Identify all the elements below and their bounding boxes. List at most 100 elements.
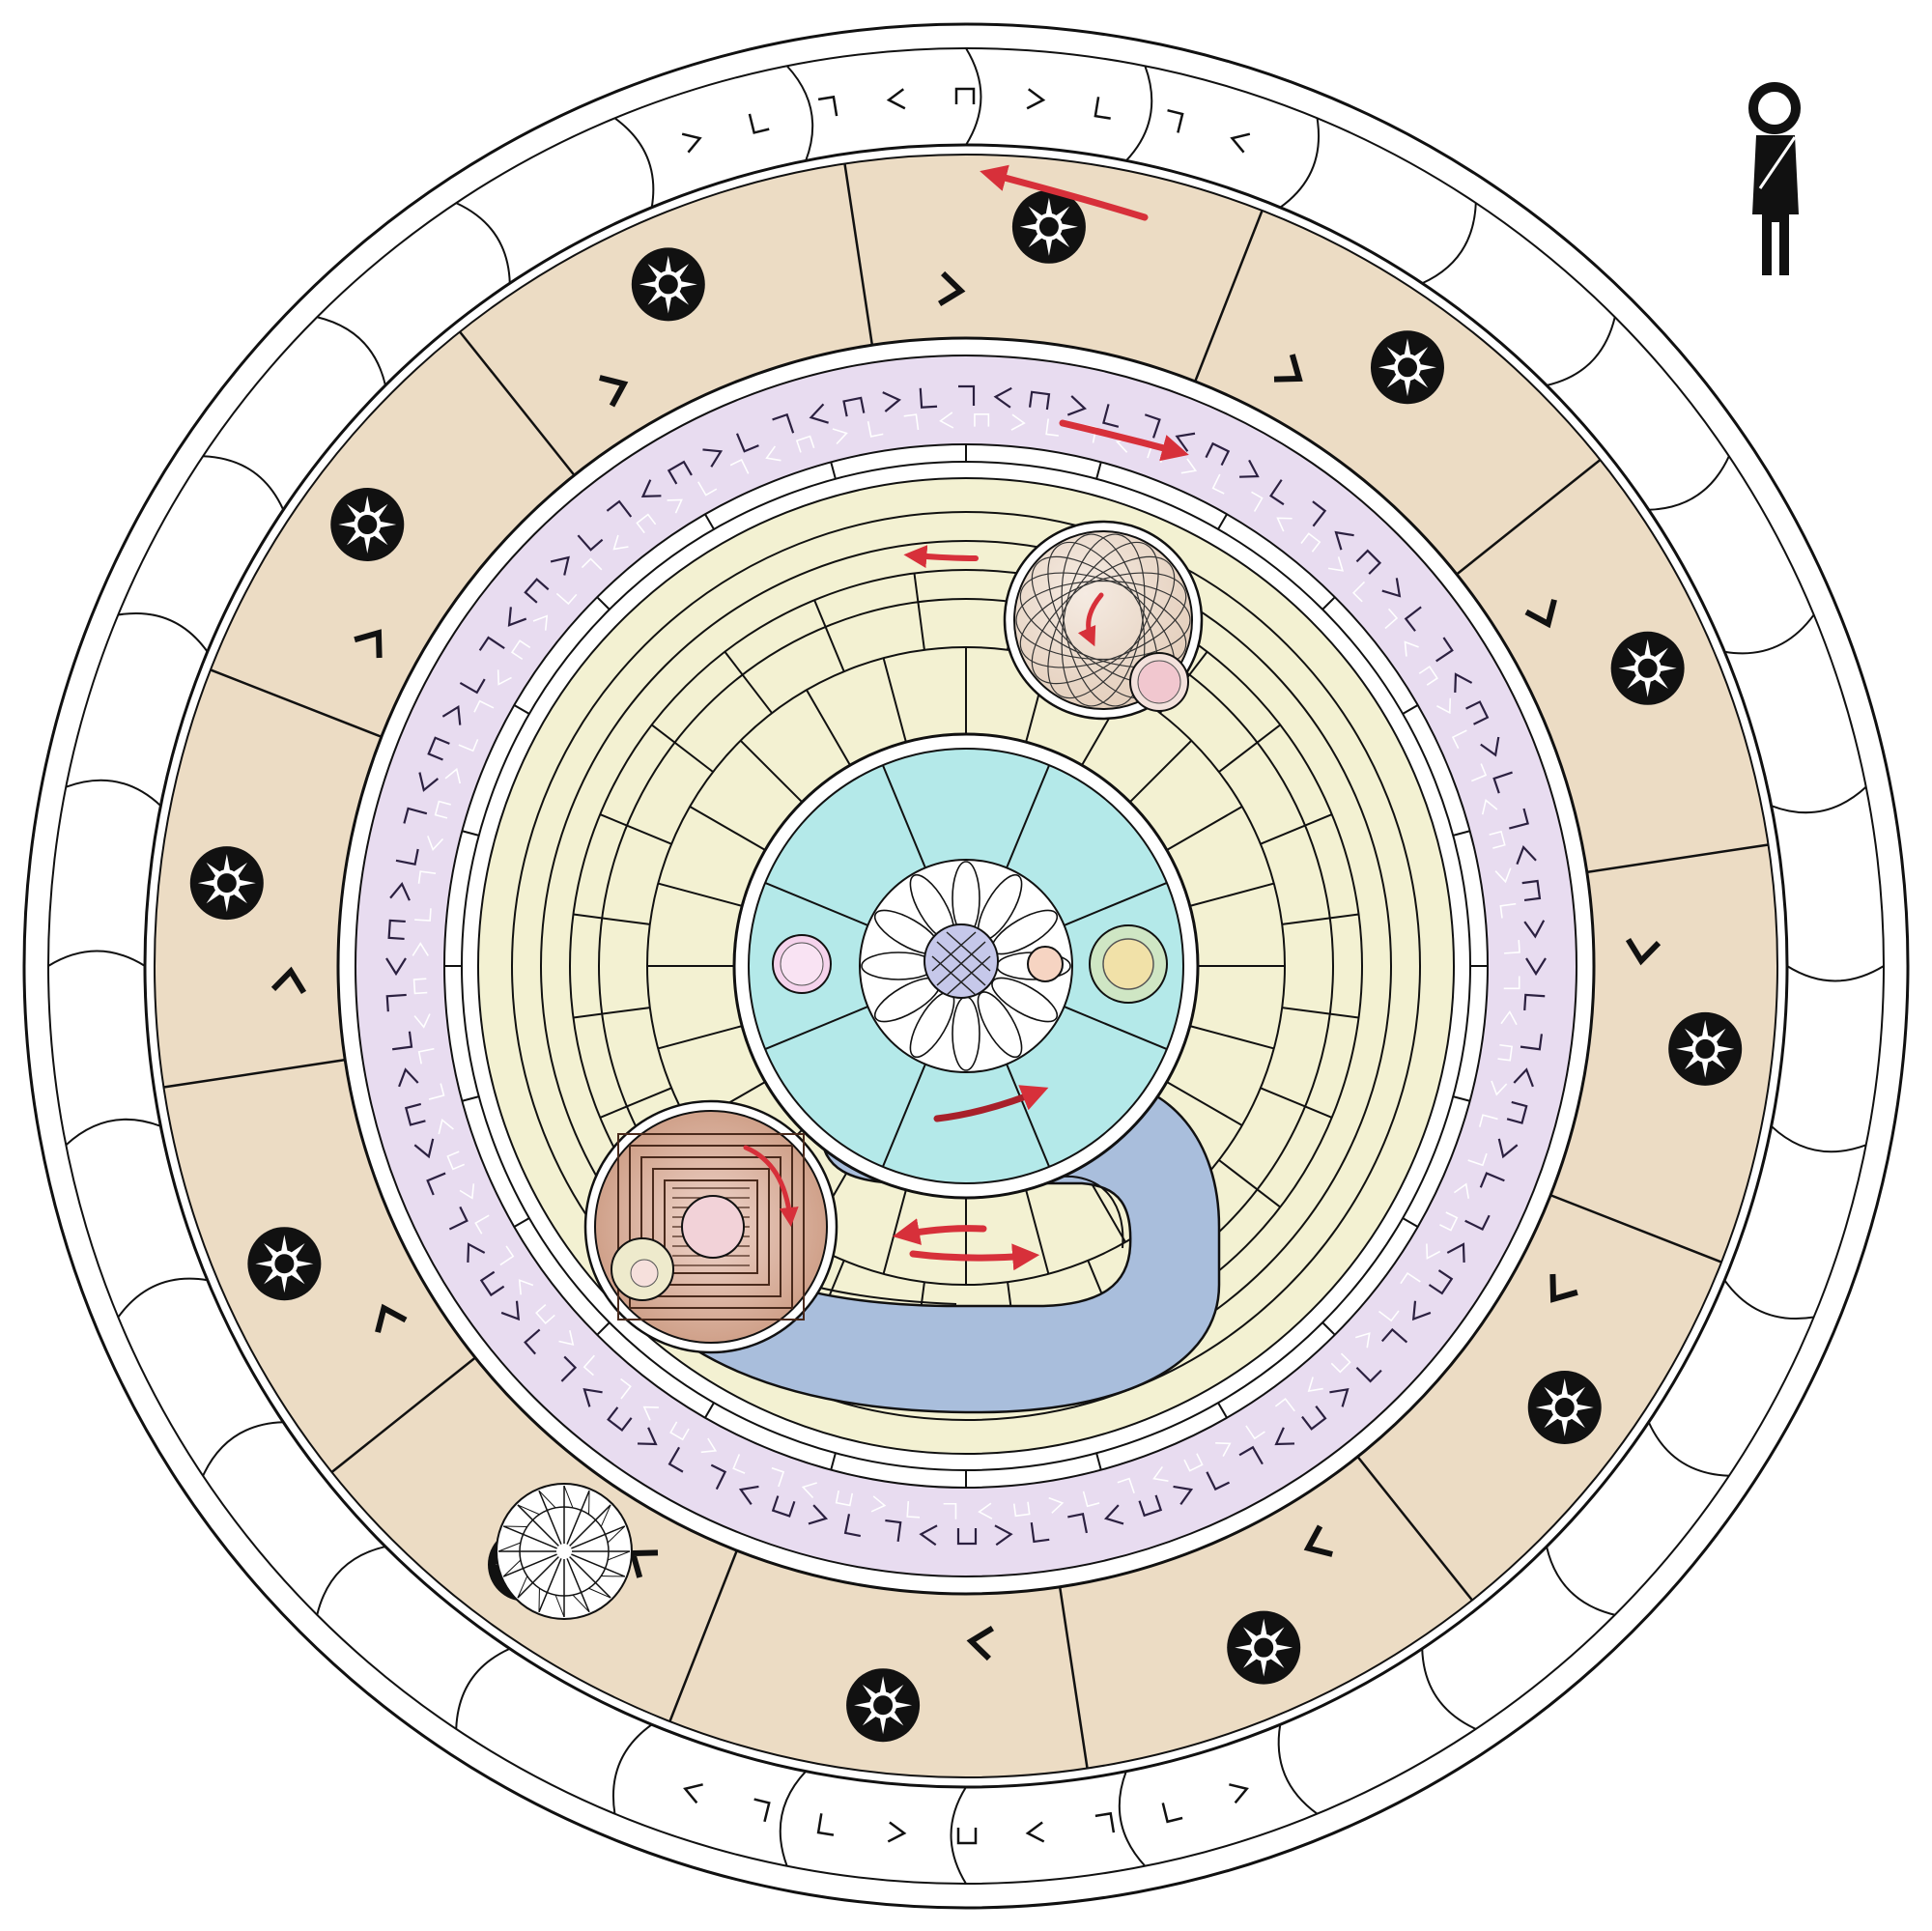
- script-glyph-faint: [1499, 902, 1517, 919]
- spiked-sun-icon: [189, 846, 264, 921]
- script-glyph: [1435, 637, 1454, 663]
- script-glyph-faint: [1504, 940, 1520, 954]
- script-glyph-faint: [1478, 1114, 1498, 1127]
- script-glyph: [1381, 578, 1402, 598]
- script-glyph-faint: [1245, 1425, 1265, 1440]
- rim-scallop: [950, 1786, 967, 1885]
- rim-glyph: [1229, 1783, 1249, 1804]
- script-glyph-faint: [1152, 1465, 1169, 1482]
- yellow-spoke-inner: [739, 739, 804, 804]
- white-ring-tick: [1321, 1321, 1336, 1336]
- script-glyph: [993, 386, 1012, 409]
- river-arrow-right: [909, 1243, 1040, 1271]
- white-ring-ticks: [444, 444, 1488, 1488]
- rim-glyph: [1094, 97, 1111, 120]
- script-glyph: [1454, 672, 1473, 693]
- rim-scallops: [47, 47, 1885, 1885]
- script-glyph-faint: [1211, 473, 1225, 495]
- lavender-script: [385, 384, 1547, 1547]
- script-glyph-faint: [427, 836, 444, 851]
- script-glyph: [1492, 771, 1513, 794]
- rim-scallop: [1647, 1421, 1729, 1477]
- compass-chord: [600, 1504, 611, 1527]
- script-glyph: [958, 384, 976, 406]
- script-glyph-faint: [700, 1437, 718, 1454]
- beige-sphere: [1003, 520, 1204, 721]
- script-glyph-faint: [497, 669, 512, 686]
- script-glyph-faint: [474, 1214, 490, 1235]
- white-ring-tick: [1452, 1095, 1470, 1102]
- script-glyph: [1138, 1494, 1163, 1518]
- rim-scallop: [1648, 455, 1730, 511]
- script-glyph-faint: [1330, 1352, 1351, 1374]
- compass-spoke: [566, 1558, 590, 1613]
- script-glyph: [1520, 1034, 1544, 1051]
- compass-spokes: [497, 1485, 631, 1618]
- compass-chord: [502, 1559, 522, 1577]
- yellow-spoke-outer: [1260, 813, 1333, 845]
- rim-glyphs-bottom: [683, 1783, 1249, 1845]
- script-glyph-faint: [446, 1150, 466, 1171]
- angle-rune-icon: [270, 966, 307, 994]
- beige-sphere-moon-inner: [1137, 660, 1181, 704]
- angle-rune-icon: [375, 1303, 408, 1333]
- core-spoke: [1006, 1064, 1051, 1168]
- angle-rune-icon: [1625, 938, 1662, 966]
- script-glyph: [550, 555, 570, 576]
- yellow-spoke-outer: [573, 913, 650, 925]
- script-glyph: [418, 772, 440, 792]
- tan-divider: [1456, 459, 1602, 576]
- spiked-sun-icon: [1227, 1610, 1301, 1685]
- script-glyph: [577, 534, 604, 552]
- script-glyph: [1103, 1504, 1124, 1525]
- script-glyph-faint: [510, 639, 531, 661]
- script-glyph-faint: [458, 739, 479, 753]
- script-glyph: [1509, 808, 1529, 830]
- script-glyph-faint: [903, 413, 920, 431]
- script-glyph-faint: [1481, 799, 1498, 815]
- sphere-lines: [1015, 533, 1191, 707]
- script-glyph: [1525, 957, 1547, 977]
- compass-spoke: [571, 1553, 626, 1577]
- motion-arrows: [743, 164, 1189, 1271]
- script-glyph-faint: [1378, 1310, 1400, 1322]
- script-glyph: [459, 678, 486, 695]
- yellow-spoke-outer: [913, 573, 925, 650]
- rim-scallop: [965, 47, 982, 146]
- white-ring-tick: [1217, 1402, 1228, 1419]
- rim-scallop: [1786, 965, 1885, 982]
- maze-square: [617, 1133, 805, 1320]
- script-glyph-faint: [697, 481, 718, 497]
- white-ring-tick: [462, 1095, 480, 1102]
- yellow-ring: [511, 511, 1421, 1421]
- rim-scallop: [47, 950, 146, 967]
- tan-divider: [163, 1058, 346, 1089]
- script-glyph: [427, 736, 450, 761]
- figure-sash: [1758, 136, 1797, 189]
- compass-spoke: [502, 1525, 557, 1549]
- core-spoke: [764, 1006, 868, 1051]
- spiked-sun-icon: [846, 1668, 921, 1743]
- maze-square: [640, 1156, 781, 1297]
- script-glyph: [398, 1067, 419, 1088]
- yellow-spoke-inner: [1166, 806, 1243, 851]
- script-glyph: [640, 479, 662, 498]
- lavender-arrow: [1059, 419, 1189, 462]
- script-glyph: [1173, 1485, 1194, 1506]
- script-glyph-faint: [765, 445, 781, 462]
- script-glyph-faint: [417, 1047, 435, 1065]
- script-glyph-faint: [1180, 458, 1198, 474]
- white-ring-tick: [1402, 1217, 1419, 1228]
- script-glyph: [1334, 530, 1354, 551]
- core-spokes: [764, 764, 1168, 1168]
- yellow-spoke-inner: [657, 882, 743, 907]
- rim-scallop: [65, 1118, 161, 1147]
- script-glyph: [413, 1138, 435, 1159]
- script-glyph: [956, 1528, 978, 1546]
- core-spoke: [881, 1064, 926, 1168]
- yellow-spoke-outer: [1282, 1007, 1359, 1019]
- script-glyph: [1428, 1269, 1454, 1295]
- rim-glyph: [1026, 88, 1046, 110]
- yellow-spoke-outer: [599, 813, 672, 845]
